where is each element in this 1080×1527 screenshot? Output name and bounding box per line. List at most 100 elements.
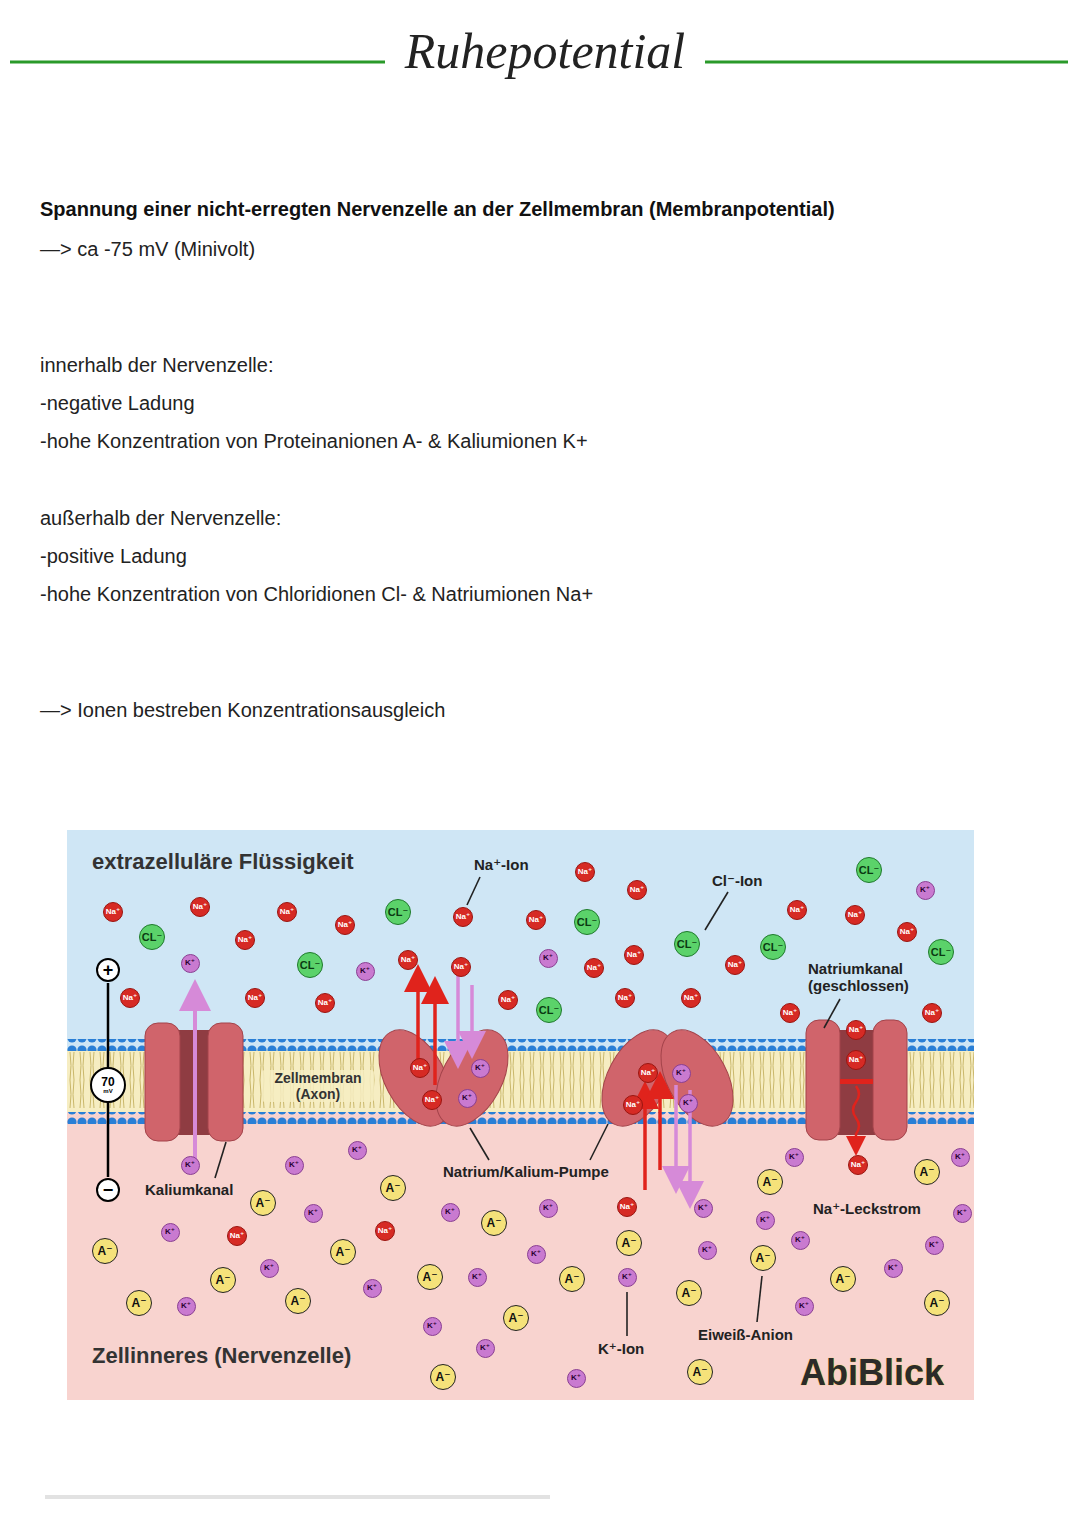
- ion-symbol: Na⁺: [900, 928, 914, 936]
- sodium-ion: Na⁺: [584, 958, 604, 978]
- ion-symbol: A⁻: [423, 1271, 438, 1283]
- protein-anion: A⁻: [481, 1210, 507, 1236]
- ion-symbol: Na⁺: [578, 868, 592, 876]
- ion-symbol: K⁺: [264, 1264, 274, 1272]
- watermark: AbiBlick: [800, 1352, 944, 1394]
- chloride-ion: CL⁻: [928, 939, 954, 965]
- sodium-ion: Na⁺: [846, 1020, 866, 1040]
- protein-anion: A⁻: [503, 1305, 529, 1331]
- ion-symbol: Na⁺: [641, 1069, 655, 1077]
- protein-anion: A⁻: [914, 1159, 940, 1185]
- region-label: extrazelluläre Flüssigkeit: [92, 849, 354, 875]
- protein-anion: A⁻: [830, 1266, 856, 1292]
- ion-symbol: 70: [101, 1076, 114, 1088]
- potassium-ion: K⁺: [348, 1141, 367, 1160]
- ion-symbol: Na⁺: [925, 1009, 939, 1017]
- polarity-symbol: +: [96, 958, 120, 982]
- ion-symbol: K⁺: [760, 1216, 770, 1224]
- ion-symbol: Na⁺: [728, 961, 742, 969]
- ion-symbol: K⁺: [683, 1099, 693, 1107]
- potassium-ion: K⁺: [953, 1204, 972, 1223]
- protein-anion: A⁻: [380, 1175, 406, 1201]
- potassium-ion: K⁺: [441, 1203, 460, 1222]
- ion-symbol: K⁺: [955, 1153, 965, 1161]
- ion-symbol: Na⁺: [454, 963, 468, 971]
- sodium-ion: Na⁺: [848, 1155, 868, 1175]
- ion-symbol: A⁻: [98, 1245, 113, 1257]
- protein-anion: A⁻: [92, 1238, 118, 1264]
- chloride-ion: CL⁻: [760, 934, 786, 960]
- sodium-ion: Na⁺: [277, 902, 297, 922]
- ion-symbol: K⁺: [957, 1209, 967, 1217]
- potassium-ion: K⁺: [458, 1089, 477, 1108]
- ion-symbol: Na⁺: [401, 956, 415, 964]
- ion-symbol: A⁻: [216, 1274, 231, 1286]
- ion-symbol: A⁻: [509, 1312, 524, 1324]
- ion-symbol: K⁺: [789, 1153, 799, 1161]
- chloride-ion: CL⁻: [574, 909, 600, 935]
- sodium-ion: Na⁺: [624, 945, 644, 965]
- protein-anion: A⁻: [126, 1290, 152, 1316]
- ion-symbol: Na⁺: [630, 886, 644, 894]
- ion-symbol: Na⁺: [501, 996, 515, 1004]
- potassium-ion: K⁺: [539, 949, 558, 968]
- sodium-ion: Na⁺: [398, 950, 418, 970]
- ion-symbol: K⁺: [480, 1344, 490, 1352]
- potassium-ion: K⁺: [539, 1199, 558, 1218]
- potassium-ion: K⁺: [672, 1064, 691, 1083]
- sodium-ion: Na⁺: [897, 922, 917, 942]
- ion-symbol: A⁻: [756, 1252, 771, 1264]
- ion-symbol: K⁺: [622, 1273, 632, 1281]
- ion-symbol: A⁻: [693, 1366, 708, 1378]
- potassium-ion: K⁺: [423, 1317, 442, 1336]
- current-label: Na⁺-Leckstrom: [813, 1200, 921, 1218]
- potassium-ion: K⁺: [698, 1241, 717, 1260]
- ion-symbol: CL⁻: [142, 932, 162, 943]
- ion-symbol: Na⁺: [849, 1026, 863, 1034]
- potassium-ion: K⁺: [471, 1059, 490, 1078]
- ion-symbol: A⁻: [763, 1176, 778, 1188]
- ion-symbol: CL⁻: [677, 939, 697, 950]
- ion-symbol: K⁺: [543, 1204, 553, 1212]
- ion-symbol: Na⁺: [587, 964, 601, 972]
- ion-symbol: −: [103, 1181, 114, 1199]
- membrane-label: Zellmembran (Axon): [262, 1070, 374, 1102]
- ion-symbol: A⁻: [930, 1297, 945, 1309]
- potassium-ion: K⁺: [567, 1369, 586, 1388]
- ion-symbol: A⁻: [291, 1295, 306, 1307]
- potassium-ion: K⁺: [795, 1297, 814, 1316]
- ion-symbol: Na⁺: [627, 951, 641, 959]
- ion-symbol: K⁺: [445, 1208, 455, 1216]
- protein-anion: A⁻: [687, 1359, 713, 1385]
- ion-label: Eiweiß-Anion: [698, 1326, 793, 1343]
- potassium-ion: K⁺: [476, 1339, 495, 1358]
- ion-label: K⁺-Ion: [598, 1340, 644, 1358]
- ion-symbol: CL⁻: [388, 907, 408, 918]
- ion-symbol: K⁺: [462, 1094, 472, 1102]
- ion-symbol: A⁻: [336, 1246, 351, 1258]
- ion-symbol: Na⁺: [456, 913, 470, 921]
- potassium-ion: K⁺: [694, 1199, 713, 1218]
- chloride-ion: CL⁻: [674, 931, 700, 957]
- ion-symbol: K⁺: [698, 1204, 708, 1212]
- pump-label: Natrium/Kalium-Pumpe: [443, 1163, 609, 1180]
- sodium-ion: Na⁺: [638, 1063, 658, 1083]
- ion-symbol: K⁺: [795, 1236, 805, 1244]
- sodium-ion: Na⁺: [627, 880, 647, 900]
- sodium-ion: Na⁺: [787, 900, 807, 920]
- ion-symbol: A⁻: [436, 1371, 451, 1383]
- sodium-ion: Na⁺: [245, 988, 265, 1008]
- sodium-ion: Na⁺: [375, 1221, 395, 1241]
- ion-symbol: mV: [103, 1088, 112, 1094]
- ion-symbol: Na⁺: [338, 921, 352, 929]
- potassium-ion: K⁺: [679, 1094, 698, 1113]
- ion-symbol: Na⁺: [790, 906, 804, 914]
- ion-symbol: A⁻: [132, 1297, 147, 1309]
- ion-symbol: Na⁺: [378, 1227, 392, 1235]
- potassium-ion: K⁺: [785, 1148, 804, 1167]
- sodium-ion: Na⁺: [725, 955, 745, 975]
- ion-symbol: A⁻: [487, 1217, 502, 1229]
- ion-symbol: K⁺: [308, 1209, 318, 1217]
